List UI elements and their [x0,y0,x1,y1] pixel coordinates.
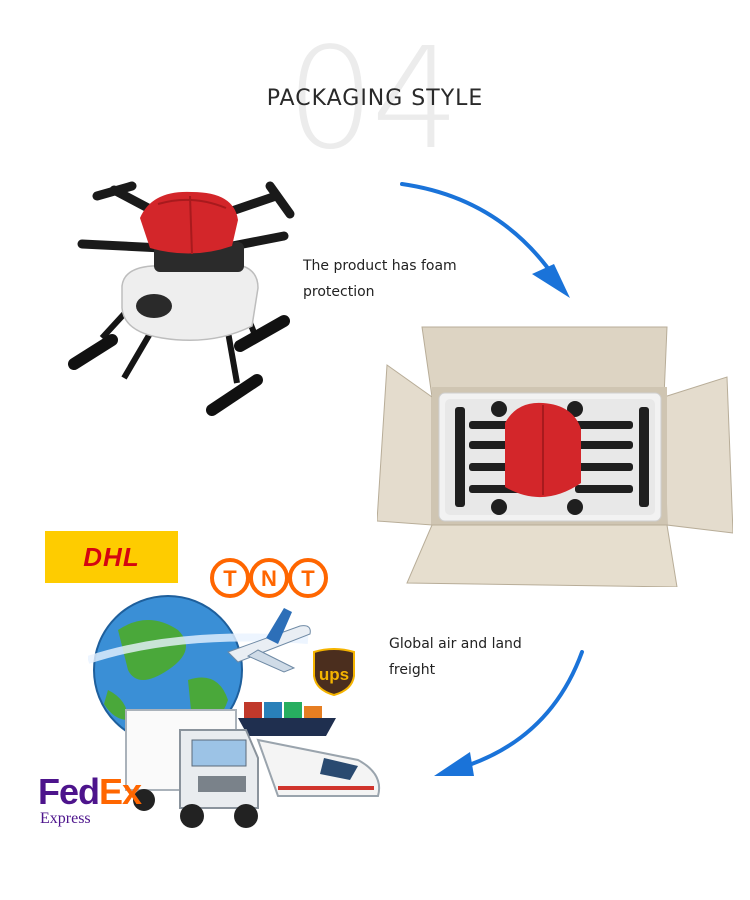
dhl-logo: DHL [45,531,178,583]
foam-caption: The product has foam protection [303,258,457,300]
arrow-down-right-icon [400,182,570,298]
packaged-box-image [377,326,733,587]
fedex-logo: FedEx Express [38,771,142,828]
tnt-letter-t1: T [223,566,237,591]
freight-caption: Global air and land freight [389,636,522,678]
drone-image [68,181,295,416]
dhl-logo-text: DHL [83,542,140,572]
ups-logo: ups [313,648,355,696]
ups-logo-text: ups [319,665,349,684]
fedex-fed-text: Fed [38,771,100,812]
fedex-ex-text: Ex [99,771,142,812]
section-number: 04 [286,18,460,181]
tnt-letter-t2: T [301,566,315,591]
tnt-letter-n: N [261,566,277,591]
fedex-express-text: Express [40,810,91,827]
tnt-logo: T N T [210,558,328,598]
fedex-wordmark: FedEx [38,771,142,812]
arrow-down-left-icon [434,650,584,776]
page-title: PACKAGING STYLE [266,86,484,111]
logistics-collage-image [88,595,380,828]
